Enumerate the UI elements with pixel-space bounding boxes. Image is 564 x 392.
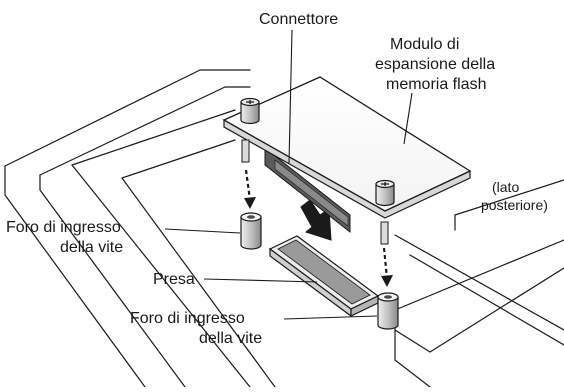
label-hole-top-line2: della vite <box>60 239 123 256</box>
screw-standoff-right <box>377 292 399 330</box>
socket <box>268 235 380 318</box>
screw-standoff-left <box>240 212 262 250</box>
screw-left <box>240 97 260 125</box>
label-rear-line1: (lato <box>492 179 519 195</box>
screw-guide-arrow-right <box>381 247 393 287</box>
screw-right <box>375 179 395 207</box>
down-arrow-icon <box>300 199 332 241</box>
label-hole-bottom-line2: della vite <box>199 330 262 347</box>
leader-connector <box>288 29 293 164</box>
label-rear-line2: posteriore) <box>481 197 548 213</box>
leader-module <box>403 92 413 145</box>
leader-socket <box>203 278 318 283</box>
leader-hole-bottom <box>283 315 378 320</box>
label-connector: Connettore <box>259 11 338 28</box>
label-module-line2: espansione della <box>375 56 495 73</box>
label-hole-top-line1: Foro di ingresso <box>6 219 121 236</box>
label-module-line3: memoria flash <box>386 76 486 93</box>
label-hole-bottom-line1: Foro di ingresso <box>130 310 245 327</box>
leader-lines <box>164 29 413 320</box>
label-socket: Presa <box>153 271 195 288</box>
leader-hole-top <box>164 228 241 234</box>
flash-expansion-module <box>222 76 472 245</box>
label-module-line1: Modulo di <box>390 36 459 53</box>
screw-guide-arrow-left <box>244 169 256 209</box>
